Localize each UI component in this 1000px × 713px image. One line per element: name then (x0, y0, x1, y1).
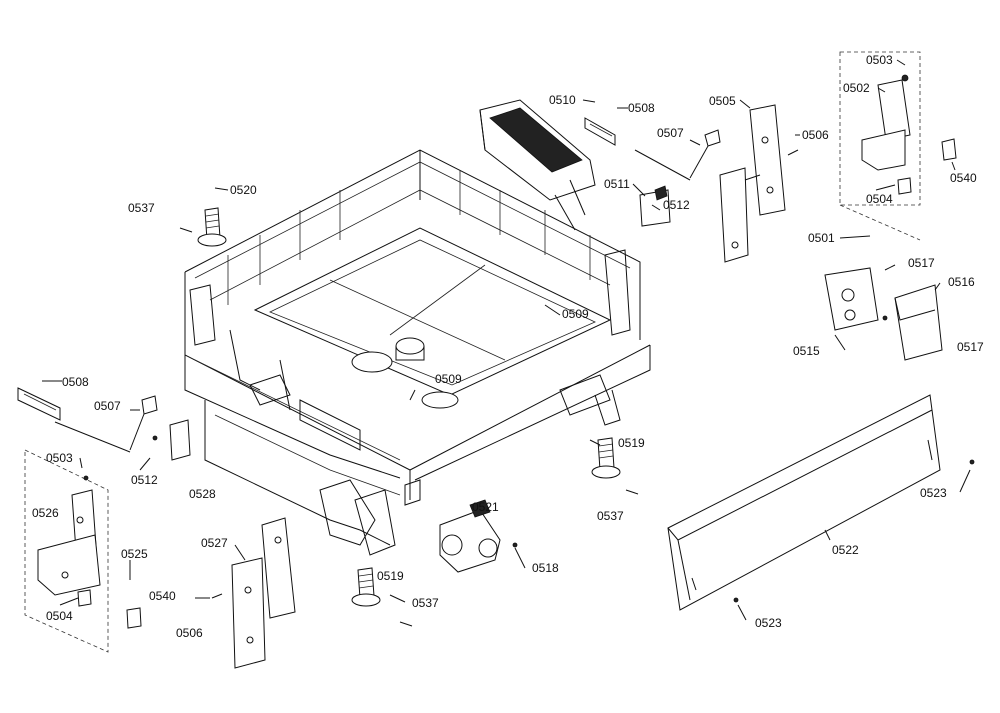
label-0525: 0525 (121, 547, 148, 561)
label-0537-right: 0537 (597, 509, 624, 523)
part-hinge-arm-0527 (211, 517, 296, 669)
label-0509-center: 0509 (435, 372, 462, 386)
label-0512: 0512 (663, 198, 690, 212)
part-hinge-arm-0505 (719, 104, 786, 263)
label-0540-left: 0540 (149, 589, 176, 603)
label-0515: 0515 (793, 344, 820, 358)
part-0517-screw (882, 315, 888, 321)
part-0515-housing (824, 267, 879, 331)
label-0503-left: 0503 (46, 451, 73, 465)
label-0521: 0521 (472, 500, 499, 514)
part-leveling-foot-0519b (351, 567, 413, 627)
label-0502: 0502 (843, 81, 870, 95)
label-0516: 0516 (948, 275, 975, 289)
label-0510: 0510 (549, 93, 576, 107)
label-0504-left: 0504 (46, 609, 73, 623)
label-0517-right: 0517 (957, 340, 984, 354)
label-0526: 0526 (32, 506, 59, 520)
label-0517: 0517 (908, 256, 935, 270)
label-0504: 0504 (866, 192, 893, 206)
part-leveling-foot-0519a (591, 437, 639, 495)
part-bracket-0512-left (152, 419, 191, 461)
label-0507-left: 0507 (94, 399, 121, 413)
label-0527: 0527 (201, 536, 228, 550)
part-hinge-spring-left (17, 387, 61, 421)
label-0523: 0523 (920, 486, 947, 500)
part-cable-left (54, 395, 158, 453)
part-hinge-spring-top (584, 117, 616, 146)
label-0523-lower: 0523 (755, 616, 782, 630)
label-0540: 0540 (950, 171, 977, 185)
part-valve-0521 (439, 499, 518, 573)
label-0509: 0509 (562, 307, 589, 321)
label-0512-left: 0512 (131, 473, 158, 487)
part-cable-top (634, 129, 721, 181)
base-tub-assembly (184, 149, 651, 556)
left-hinge-kit (24, 449, 109, 653)
label-0507: 0507 (657, 126, 684, 140)
part-0516-cover (894, 284, 943, 361)
part-0540-left (126, 607, 142, 629)
right-hinge-kit (839, 51, 957, 241)
label-0537-lower: 0537 (412, 596, 439, 610)
part-kick-plate-0522 (667, 394, 975, 611)
leader-lines (42, 59, 971, 621)
part-labels: 0503 0502 0540 0504 0501 0510 0508 0505 … (32, 53, 984, 640)
label-0518: 0518 (532, 561, 559, 575)
label-0506: 0506 (802, 128, 829, 142)
label-0511: 0511 (604, 177, 630, 191)
label-0528: 0528 (189, 487, 216, 501)
part-leveling-foot-0520 (179, 207, 227, 247)
label-0508-left: 0508 (62, 375, 89, 389)
part-bracket-0511 (639, 185, 671, 227)
part-dispenser (479, 99, 596, 231)
label-0501: 0501 (808, 231, 835, 245)
part-screw-0506a (787, 149, 799, 156)
label-0503: 0503 (866, 53, 893, 67)
label-0508: 0508 (628, 101, 655, 115)
label-0520: 0520 (230, 183, 257, 197)
label-0522: 0522 (832, 543, 859, 557)
label-0519: 0519 (618, 436, 645, 450)
label-0519-lower: 0519 (377, 569, 404, 583)
label-0505: 0505 (709, 94, 736, 108)
label-0506-lower: 0506 (176, 626, 203, 640)
label-0537: 0537 (128, 201, 155, 215)
